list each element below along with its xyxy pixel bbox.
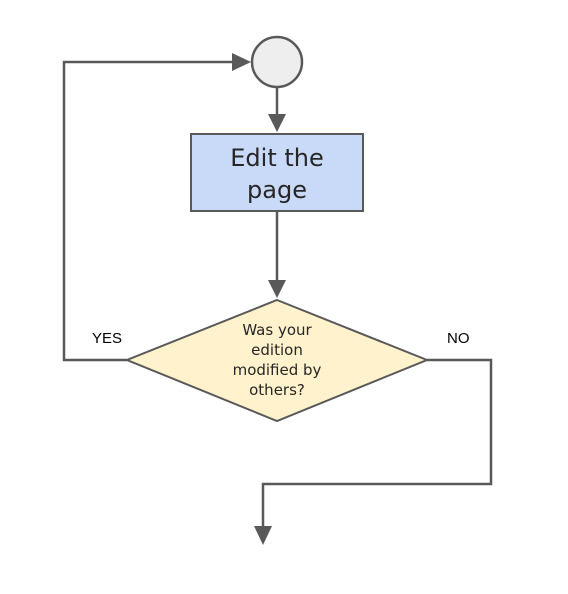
decision-diamond [124,298,430,423]
no-label: NO [447,330,470,347]
decision-label-line-3: modified by [233,361,322,379]
start-node [250,35,304,89]
process-label-line-2: page [247,176,307,204]
edge-process-to-decision [268,211,286,298]
decision-label-line-1: Was your [242,321,312,339]
edge-yes-loop: YES [62,53,251,362]
process-node: Edit the page [190,133,364,212]
yes-label: YES [92,330,122,347]
arrowhead-down [268,114,286,132]
decision-label-line-2: edition [251,341,303,359]
arrowhead-right [232,53,251,71]
arrowhead-down [268,280,286,298]
decision-label-line-4: others? [249,381,305,399]
edge-no-exit: NO [254,330,493,545]
edge-start-to-process [268,87,286,132]
process-label-line-1: Edit the [230,144,324,172]
arrowhead-down [254,526,272,545]
decision-node: Was your edition modified by others? [124,298,430,423]
